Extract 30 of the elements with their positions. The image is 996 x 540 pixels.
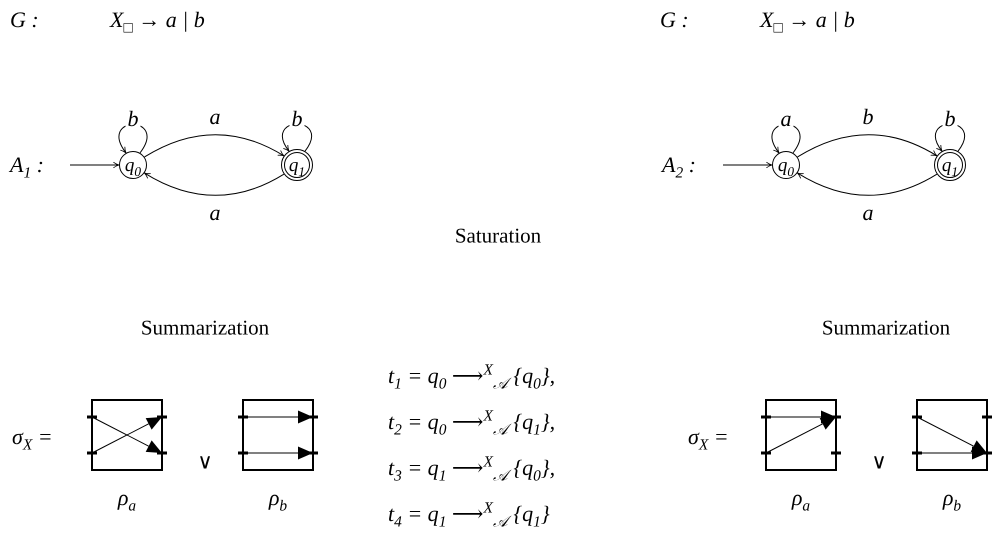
accepting-state-circle: q$_{1}$	[281, 149, 313, 181]
math-expression: X$_{□}$ → a | b	[760, 8, 855, 32]
relation-box-drawing	[761, 399, 841, 471]
box-caption: ρ$_{b}$	[942, 486, 962, 510]
math-expression: A$_{1}$ :	[10, 152, 44, 178]
math-expression: t$_{4}$ = q$_{1}$ ⟶$^{X}$$_{𝒜}$ {q$_{1}$}	[388, 502, 550, 526]
math-expression: G :	[660, 8, 689, 32]
math-expression: σ$_{X}$ =	[688, 424, 729, 450]
box-caption: ρ$_{b}$	[268, 486, 288, 510]
accepting-state-circle: q$_{1}$	[934, 149, 966, 181]
math-expression: G :	[10, 8, 39, 32]
relation-box-drawing	[238, 399, 318, 471]
relation-box-drawing	[912, 399, 992, 471]
state-circle: q$_{0}$	[119, 151, 147, 179]
box-caption: ρ$_{a}$	[118, 486, 136, 510]
section-heading: Summarization	[140, 316, 270, 340]
math-expression: σ$_{X}$ =	[12, 424, 53, 450]
math-expression: t$_{3}$ = q$_{1}$ ⟶$^{X}$$_{𝒜}$ {q$_{0}$},	[388, 456, 556, 480]
math-expression: t$_{2}$ = q$_{0}$ ⟶$^{X}$$_{𝒜}$ {q$_{1}$},	[388, 410, 556, 434]
math-expression: X$_{□}$ → a | b	[110, 8, 205, 32]
disjunction-symbol: ∨	[871, 450, 887, 474]
section-heading: Saturation	[454, 224, 542, 248]
edge-label: b	[126, 108, 140, 130]
math-expression: t$_{1}$ = q$_{0}$ ⟶$^{X}$$_{𝒜}$ {q$_{0}$},	[388, 364, 556, 388]
disjunction-symbol: ∨	[197, 450, 213, 474]
math-expression: A$_{2}$ :	[662, 152, 696, 178]
relation-box-drawing	[87, 399, 167, 471]
section-heading: Summarization	[822, 316, 950, 340]
state-circle: q$_{0}$	[772, 151, 800, 179]
box-caption: ρ$_{a}$	[792, 486, 810, 510]
